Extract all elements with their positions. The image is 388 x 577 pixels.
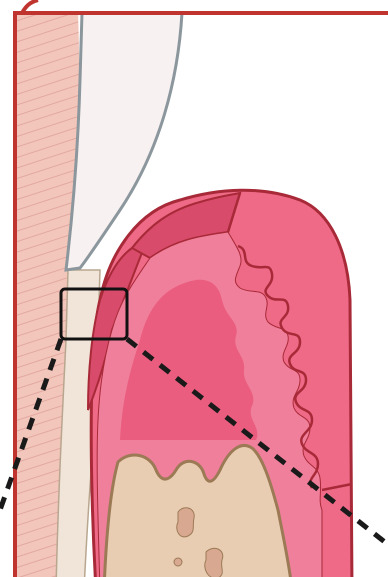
bone-marrow-space bbox=[174, 558, 182, 566]
bone-marrow-space bbox=[177, 508, 194, 537]
alveolar-bone bbox=[104, 445, 292, 577]
bone-marrow-space bbox=[205, 548, 223, 577]
